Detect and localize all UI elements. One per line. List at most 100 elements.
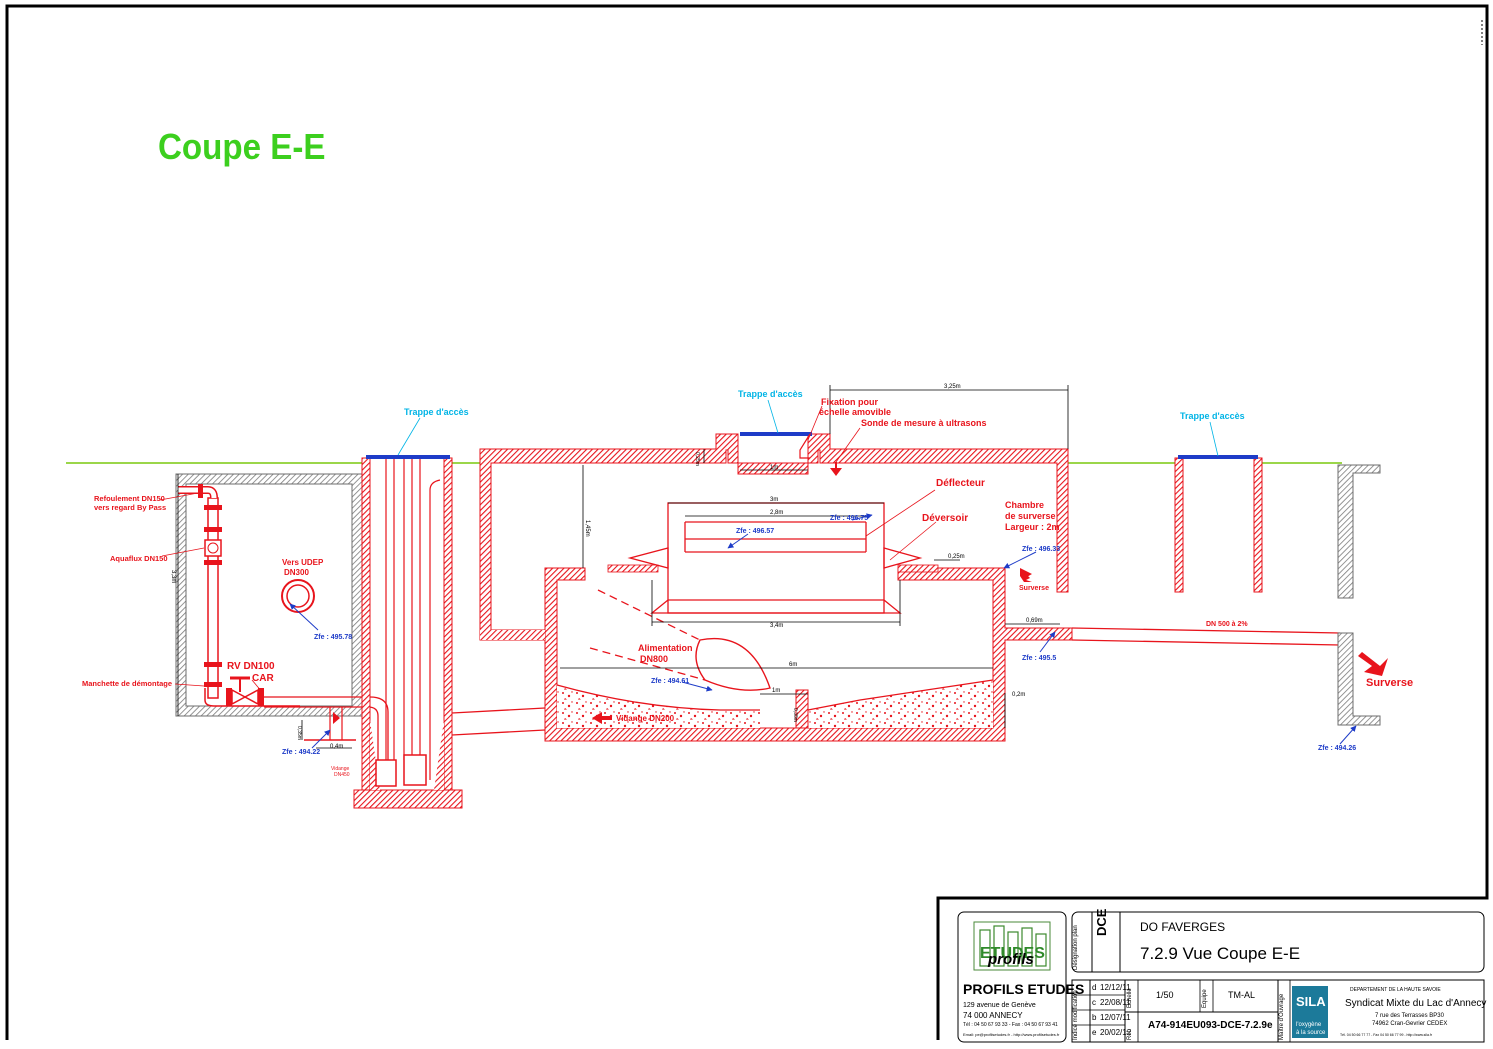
index-date: 12/12/11 (1100, 983, 1131, 992)
label-alimentation-1: Alimentation (638, 643, 693, 653)
designation-label: Désignation plan (1073, 925, 1079, 970)
logo-script: profils (987, 951, 1034, 968)
label-chambre-3: Largeur : 2m (1005, 522, 1060, 532)
equipe-label: Equipe (1202, 989, 1208, 1008)
index-letter: d (1092, 983, 1097, 992)
level-494-26: Zfe : 494.26 (1318, 745, 1356, 752)
scale-value: 1/50 (1156, 990, 1174, 1000)
index-date: 12/07/11 (1100, 1013, 1131, 1022)
main-chamber (479, 432, 1341, 742)
echelle-label: Echelle (1127, 988, 1133, 1008)
outfall-structure (1337, 464, 1381, 726)
label-refoulement-2: vers regard By Pass (94, 503, 166, 512)
dim-0-25m: 0,25m (948, 554, 965, 560)
phase-label: DCE (1094, 908, 1109, 936)
dim-0-69m: 0,69m (1026, 618, 1043, 624)
moa-label: Maître d'Ouvrage (1279, 993, 1285, 1040)
label-fixation-2: échelle amovible (819, 407, 891, 417)
dim-3-25m: 3,25m (944, 384, 961, 390)
ref-label: Réf. (1127, 1028, 1133, 1040)
level-494-61: Zfe : 494.61 (651, 678, 689, 685)
drawing-title: Coupe E-E (158, 126, 326, 167)
label-vidange-small-2: DN450 (334, 772, 350, 778)
index-date: 20/02/12 (1100, 1028, 1132, 1037)
cyan-leaders (397, 399, 1219, 457)
sila-slogan-1: l'oxygène (1296, 1022, 1322, 1028)
label-chambre-2: de surverse (1005, 511, 1056, 521)
sila-slogan-2: à la source (1296, 1030, 1326, 1036)
index-letter: e (1092, 1028, 1097, 1037)
label-surverse-big: Surverse (1366, 677, 1413, 689)
dim-0-38m: 0,38m (792, 708, 798, 722)
label-deflecteur: Déflecteur (936, 478, 985, 489)
label-surverse-small: Surverse (1019, 585, 1049, 592)
dim-3-3m: 3,3m (170, 570, 176, 583)
label-alimentation-2: DN800 (640, 654, 668, 664)
project-name: DO FAVERGES (1140, 920, 1226, 934)
vidange-pipe (451, 707, 546, 736)
label-rv-2: CAR (252, 673, 274, 684)
label-sonde: Sonde de mesure à ultrasons (861, 418, 987, 428)
client-address-2: 74962 Cran-Gevrier CEDEX (1372, 1021, 1448, 1027)
logo-text: ETUDES (980, 945, 1045, 962)
label-rv-1: RV DN100 (227, 661, 275, 672)
level-leaders (289, 513, 1357, 749)
indices-label: Indice modification (1073, 990, 1079, 1040)
label-trappe-mid: Trappe d'accès (738, 389, 803, 399)
index-letter: b (1092, 1013, 1097, 1022)
company-address-1: 129 avenue de Genève (963, 1002, 1036, 1009)
sila-logo: SILA (1296, 994, 1326, 1009)
right-manhole (1174, 455, 1263, 593)
level-494-22: Zfe : 494.22 (282, 749, 320, 756)
dim-1m-top: 1m (770, 465, 778, 471)
label-fixation-1: Fixation pour (821, 397, 878, 407)
label-refoulement-1: Refoulement DN150 (94, 494, 165, 503)
label-dn500: DN 500 à 2% (1206, 621, 1248, 628)
level-495-78: Zfe : 495.78 (314, 634, 352, 641)
leader-lines (159, 405, 937, 693)
index-date: 22/08/11 (1100, 998, 1131, 1007)
client-phone: Tél. 04 50 66 77 77 - Fax 04 50 66 77 99… (1340, 1033, 1433, 1037)
level-496-33: Zfe : 496.33 (1022, 546, 1060, 553)
team-value: TM-AL (1228, 990, 1255, 1000)
dim-0-35m: 0,35m (296, 726, 302, 740)
sheet-border (5, 4, 1489, 1040)
dimension-lines (177, 385, 1069, 749)
label-aquaflux: Aquaflux DN150 (110, 554, 168, 563)
index-letter: c (1092, 998, 1096, 1007)
label-trappe-left: Trappe d'accès (404, 407, 469, 417)
dim-3-4m: 3,4m (770, 623, 783, 629)
company-name: PROFILS ETUDES (963, 981, 1085, 997)
company-web: Email: pe@profilsetudes.fr - http://www.… (963, 1032, 1060, 1037)
label-trappe-right: Trappe d'accès (1180, 411, 1245, 421)
label-deversoir: Déversoir (922, 513, 968, 524)
dim-6m: 6m (789, 662, 797, 668)
level-496-57: Zfe : 496.57 (736, 528, 774, 535)
label-manchette: Manchette de démontage (82, 679, 172, 688)
dim-1m-bottom: 1m (772, 688, 780, 694)
reference-value: A74-914EU093-DCE-7.2.9e (1148, 1020, 1273, 1031)
flow-arrows (592, 568, 1388, 724)
label-vers-udep-1: Vers UDEP (282, 558, 324, 567)
dim-3m: 3m (770, 497, 778, 503)
label-vidange: Vidange DN200 (616, 714, 675, 723)
level-496-75: Zfe : 496.75 (830, 515, 868, 522)
company-phone: Tél : 04 50 67 93 33 - Fax : 04 50 67 93… (963, 1022, 1058, 1028)
label-vidange-small-1: Vidange (331, 766, 349, 772)
dim-0-2m: 0,2m (1012, 692, 1025, 698)
client-dept: DEPARTEMENT DE LA HAUTE SAVOIE (1350, 987, 1441, 993)
dim-0-4m: 0,4m (330, 744, 343, 750)
level-495-5: Zfe : 495.5 (1022, 655, 1056, 662)
pump-well (353, 455, 463, 809)
label-vers-udep-2: DN300 (284, 568, 309, 577)
drawing-name: 7.2.9 Vue Coupe E-E (1140, 944, 1301, 963)
dim-0-25m-b: 0,25m (694, 452, 700, 466)
label-chambre-1: Chambre (1005, 500, 1044, 510)
dim-2-8m: 2,8m (770, 510, 783, 516)
client-address-1: 7 rue des Terrasses BP30 (1375, 1013, 1444, 1019)
title-block: ETUDES profils SILA l'oxygène à la sourc… (957, 911, 1485, 1043)
dim-1-45m: 1,45m (584, 520, 590, 537)
company-address-2: 74 000 ANNECY (963, 1011, 1023, 1020)
client-name: Syndicat Mixte du Lac d'Annecy (1345, 998, 1487, 1009)
